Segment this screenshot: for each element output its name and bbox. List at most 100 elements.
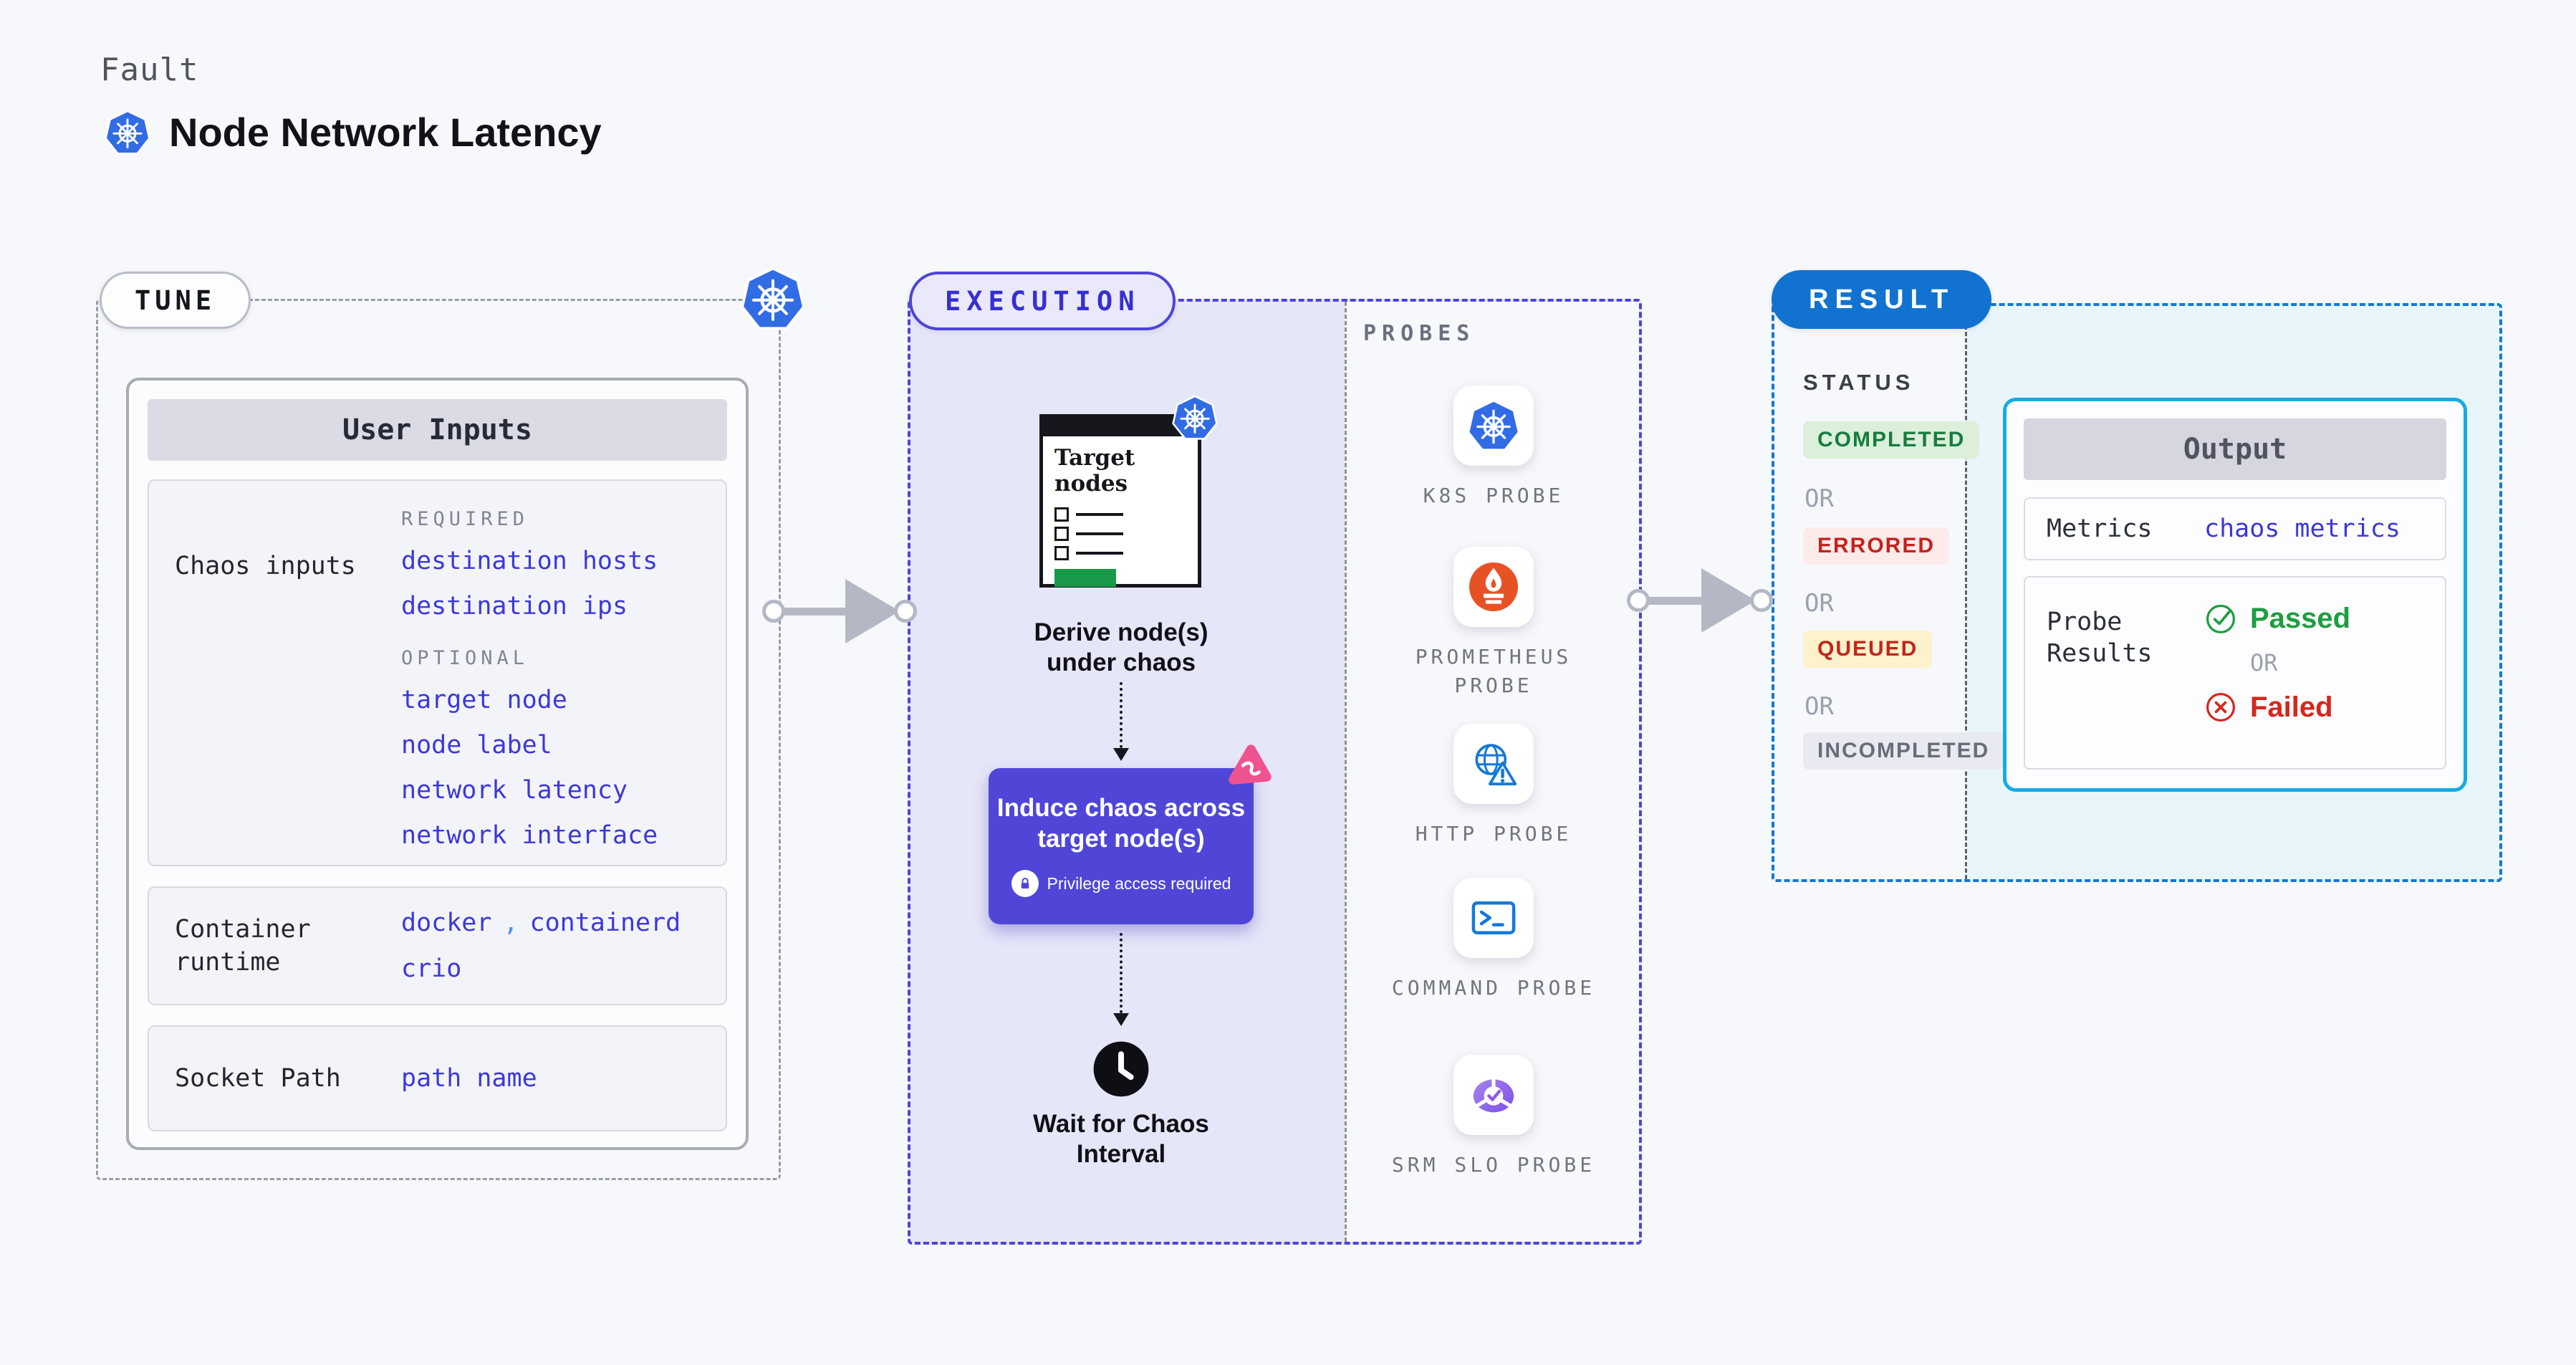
- optional-heading: OPTIONAL: [401, 647, 529, 669]
- tune-to-execution-arrow: [762, 578, 917, 644]
- status-badge-completed: COMPLETED: [1803, 421, 1980, 459]
- chaos-inputs-label: Chaos inputs: [175, 552, 356, 580]
- prometheus-icon: [1467, 560, 1520, 613]
- tune-badge: TUNE: [100, 272, 251, 329]
- output-box: Output Metrics chaos metrics Probe Resul…: [2003, 398, 2467, 792]
- status-or: OR: [1804, 484, 1834, 513]
- socket-path-value[interactable]: path name: [401, 1064, 537, 1093]
- metrics-row: Metrics chaos metrics: [2024, 497, 2446, 560]
- arrow-shaft: [1647, 596, 1704, 605]
- runtime-value[interactable]: containerd: [529, 909, 681, 937]
- input-link[interactable]: network interface: [401, 821, 658, 850]
- http-globe-icon: [1467, 737, 1520, 790]
- runtime-value[interactable]: docker: [401, 909, 492, 937]
- input-link[interactable]: target node: [401, 686, 567, 714]
- execution-badge: EXECUTION: [909, 272, 1176, 330]
- input-link[interactable]: destination ips: [401, 592, 628, 621]
- target-nodes-window: Target nodes: [1039, 414, 1201, 588]
- socket-path-card: Socket Path path name: [148, 1025, 727, 1131]
- node-checkbox-row: [1043, 507, 1198, 522]
- flow-connector: [1120, 682, 1123, 748]
- arrow-endpoint-circle: [1750, 589, 1773, 612]
- node-checkbox-row: [1043, 527, 1198, 541]
- checkbox-icon: [1054, 507, 1069, 522]
- line-placeholder: [1076, 513, 1123, 516]
- input-link[interactable]: network latency: [401, 776, 628, 805]
- tune-section: [96, 299, 781, 1180]
- passed-label: Passed: [2250, 602, 2351, 634]
- user-inputs-panel: User Inputs Chaos inputs REQUIRED destin…: [126, 378, 749, 1150]
- result-badge: RESULT: [1772, 270, 1992, 329]
- check-circle-icon: [2204, 602, 2237, 635]
- target-nodes-title: Target nodes: [1054, 445, 1135, 497]
- probe-label: COMMAND PROBE: [1391, 976, 1596, 1000]
- arrow-head: [845, 579, 900, 643]
- runtime-value[interactable]: crio: [401, 954, 462, 983]
- command-probe-tile: [1453, 878, 1534, 958]
- status-heading: STATUS: [1803, 370, 1915, 395]
- arrow-endpoint-circle: [1627, 589, 1650, 612]
- line-placeholder: [1076, 532, 1123, 535]
- window-title-bar: [1043, 418, 1198, 436]
- clock-icon: [1092, 1040, 1150, 1098]
- kubernetes-icon: [1172, 395, 1218, 441]
- probe-results-row: Probe Results Passed OR Failed: [2024, 576, 2446, 770]
- container-runtime-values: docker , containerd crio: [401, 909, 681, 983]
- kubernetes-icon: [741, 267, 805, 331]
- probes-heading: PROBES: [1363, 321, 1476, 346]
- flow-connector-arrowhead: [1113, 1013, 1129, 1026]
- derive-nodes-caption: Derive node(s) under chaos: [1034, 618, 1208, 676]
- kubernetes-icon: [1467, 399, 1520, 452]
- container-runtime-card: Container runtime docker , containerd cr…: [148, 886, 727, 1005]
- lock-icon: [1011, 870, 1039, 897]
- status-column: [1774, 306, 1967, 879]
- status-or: OR: [1804, 589, 1834, 618]
- runtime-separator: ,: [503, 909, 519, 937]
- arrow-shaft: [782, 607, 848, 616]
- status-or: OR: [1804, 692, 1834, 721]
- chaos-inputs-values: REQUIRED destination hosts destination i…: [401, 481, 658, 865]
- socket-path-label: Socket Path: [175, 1064, 341, 1093]
- probe-label: SRM SLO PROBE: [1391, 1153, 1596, 1177]
- fault-eyebrow: Fault: [100, 52, 199, 88]
- progress-bar: [1054, 569, 1116, 587]
- status-badge-errored: ERRORED: [1803, 527, 1950, 565]
- status-badge-queued: QUEUED: [1803, 631, 1933, 668]
- input-link[interactable]: destination hosts: [401, 547, 658, 575]
- line-placeholder: [1076, 552, 1123, 555]
- probe-label: K8S PROBE: [1423, 484, 1565, 507]
- metrics-label: Metrics: [2047, 514, 2153, 543]
- passed-row: Passed: [2204, 602, 2350, 635]
- checkbox-icon: [1054, 527, 1069, 541]
- x-circle-icon: [2204, 691, 2237, 724]
- chaos-inputs-card: Chaos inputs REQUIRED destination hosts …: [148, 479, 727, 866]
- slo-donut-icon: [1467, 1068, 1520, 1121]
- kubernetes-icon: [105, 110, 150, 155]
- terminal-icon: [1467, 891, 1520, 944]
- input-link[interactable]: node label: [401, 731, 552, 760]
- metrics-value[interactable]: chaos metrics: [2204, 514, 2400, 543]
- induce-chaos-title: Induce chaos across target node(s): [996, 794, 1246, 853]
- failed-row: Failed: [2204, 691, 2350, 724]
- arrow-endpoint-circle: [894, 600, 917, 623]
- wait-interval-caption: Wait for Chaos Interval: [1033, 1110, 1209, 1168]
- privilege-note: Privilege access required: [989, 870, 1254, 897]
- arrow-endpoint-circle: [762, 600, 785, 623]
- k8s-probe-tile: [1453, 385, 1534, 466]
- srm-slo-probe-tile: [1453, 1055, 1534, 1135]
- flow-connector: [1120, 933, 1123, 1013]
- prometheus-probe-tile: [1453, 547, 1534, 627]
- induce-chaos-step: Induce chaos across target node(s) Privi…: [989, 768, 1254, 924]
- user-inputs-title: User Inputs: [148, 399, 727, 461]
- checkbox-icon: [1054, 546, 1069, 560]
- required-heading: REQUIRED: [401, 508, 529, 530]
- page-title-row: Node Network Latency: [105, 109, 602, 155]
- failed-label: Failed: [2250, 691, 2333, 723]
- verdict-or: OR: [2250, 649, 2278, 676]
- probe-results-values: Passed OR Failed: [2204, 578, 2350, 768]
- probe-label: PROMETHEUS PROBE: [1415, 645, 1572, 697]
- http-probe-tile: [1453, 724, 1534, 804]
- output-title: Output: [2024, 418, 2446, 480]
- status-badge-incompleted: INCOMPLETED: [1803, 732, 2004, 770]
